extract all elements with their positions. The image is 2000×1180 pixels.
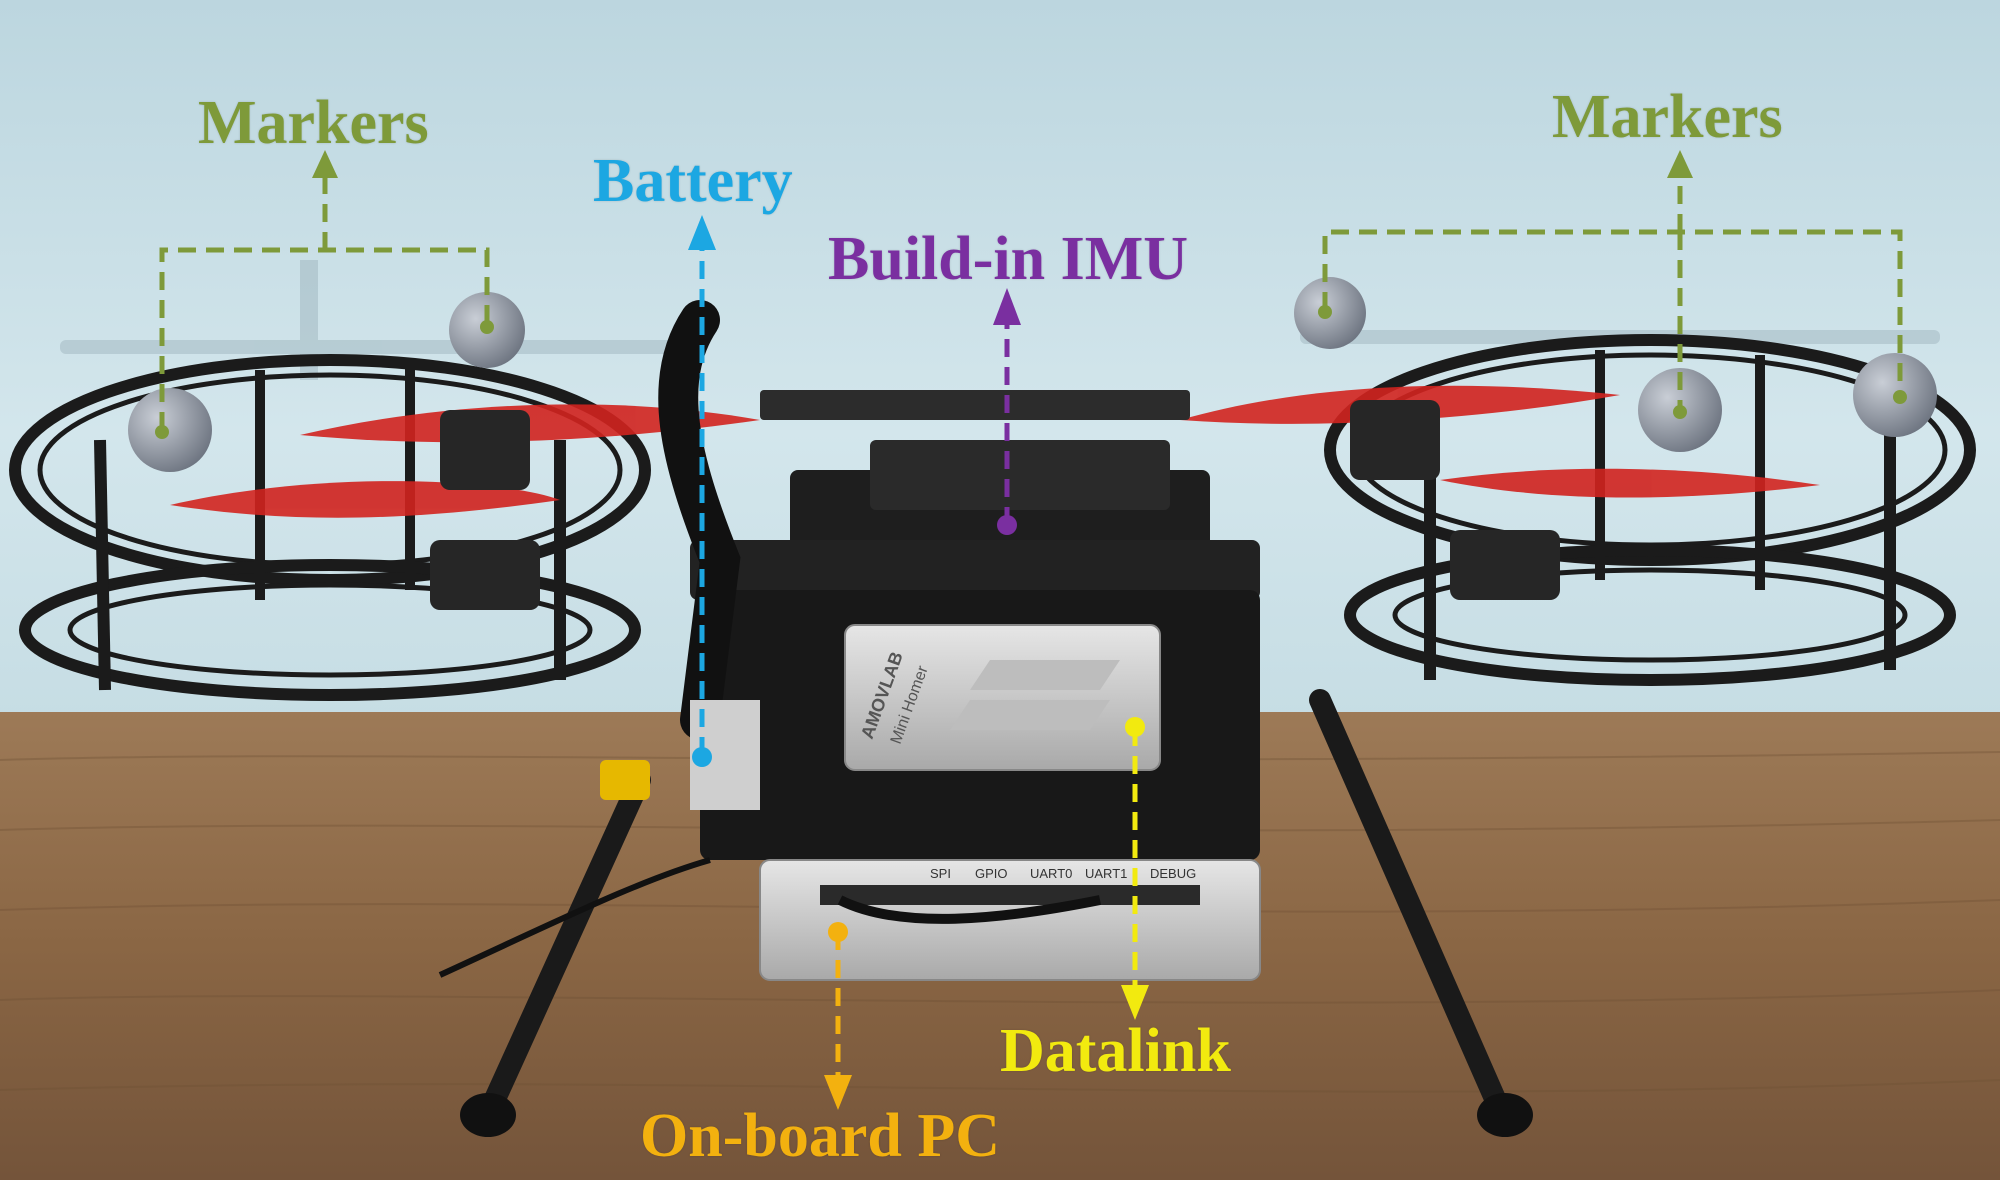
onboard-pc-dot bbox=[828, 922, 848, 942]
landing-legs bbox=[479, 689, 1511, 1121]
port-label: DEBUG bbox=[1150, 866, 1196, 881]
marker-ball bbox=[128, 388, 212, 472]
port-label: UART1 bbox=[1085, 866, 1127, 881]
label-imu: Build-in IMU bbox=[828, 225, 1189, 293]
markers-left-annotation bbox=[159, 175, 490, 430]
label-battery: Battery bbox=[593, 147, 793, 215]
markers-right-dot bbox=[1318, 305, 1332, 319]
datalink-arrow bbox=[1121, 985, 1149, 1020]
propellers bbox=[170, 385, 1820, 518]
imu-arrow bbox=[993, 288, 1021, 325]
battery-connector bbox=[600, 760, 650, 800]
label-onboard-pc: On-board PC bbox=[640, 1102, 1000, 1170]
marker-balls bbox=[128, 277, 1937, 472]
markers-right-dot bbox=[1673, 405, 1687, 419]
foot-right bbox=[1477, 1093, 1533, 1137]
port-label: GPIO bbox=[975, 866, 1008, 881]
port-label: UART0 bbox=[1030, 866, 1072, 881]
label-markers-right: Markers bbox=[1552, 83, 1783, 151]
label-markers-left: Markers bbox=[198, 89, 429, 157]
markers-left-dot bbox=[155, 425, 169, 439]
markers-right-dot bbox=[1893, 390, 1907, 404]
pc-cable bbox=[837, 895, 1101, 924]
markers-right-annotation bbox=[1322, 175, 1903, 410]
markers-left-arrow bbox=[312, 150, 338, 178]
left-propeller-guard bbox=[9, 354, 651, 701]
onboard-pc-box bbox=[759, 859, 1261, 981]
imu-dot bbox=[997, 515, 1017, 535]
battery-cable bbox=[658, 300, 741, 740]
onboard-pc-arrow bbox=[824, 1075, 852, 1110]
datalink-module: AMOVLAB Mini Homer bbox=[844, 624, 1161, 771]
foot-left bbox=[460, 1093, 516, 1137]
port-labels: SPI GPIO UART0 UART1 DEBUG bbox=[930, 866, 1196, 881]
markers-right-arrow bbox=[1667, 150, 1693, 178]
markers-left-dot bbox=[480, 320, 494, 334]
port-label: SPI bbox=[930, 866, 951, 881]
antenna-wire bbox=[438, 857, 711, 978]
datalink-dot bbox=[1125, 717, 1145, 737]
battery-dot bbox=[692, 747, 712, 767]
motors bbox=[430, 400, 1560, 610]
battery-arrow bbox=[688, 215, 716, 250]
label-datalink: Datalink bbox=[1000, 1017, 1231, 1085]
